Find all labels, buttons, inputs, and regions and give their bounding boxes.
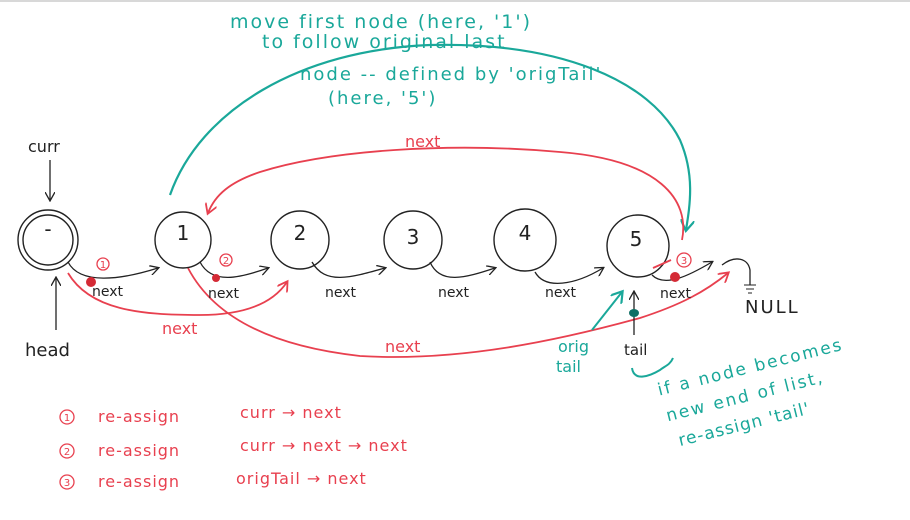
step-1-dot — [86, 277, 96, 287]
node-dummy: - — [17, 209, 79, 271]
tail-dot — [629, 309, 639, 317]
annotation-line-3: node -- defined by 'origTail' — [300, 64, 602, 85]
step-1-marker: 1 — [100, 260, 106, 271]
step-3-marker: 3 — [681, 256, 687, 267]
step-2-dot — [212, 274, 220, 282]
step-2-target: curr → next → next — [240, 436, 408, 455]
node-3: 3 — [383, 210, 443, 270]
orig-tail-label-1: orig — [558, 337, 589, 356]
step-3-dot — [670, 272, 680, 282]
node-1: 1 — [154, 211, 212, 269]
tail-note: if a node becomes new end of list, re-as… — [656, 335, 846, 451]
svg-text:next: next — [660, 286, 692, 302]
step-2-action: re-assign — [98, 441, 180, 460]
red-next-arc-head-to-2 — [67, 272, 287, 316]
svg-text:3: 3 — [64, 478, 70, 489]
red-next-arc-top — [208, 146, 685, 241]
step-3-action: re-assign — [98, 472, 180, 491]
step-3-target: origTail → next — [236, 469, 367, 488]
step-1-target: curr → next — [240, 403, 342, 422]
svg-text:next: next — [92, 284, 124, 300]
node-label: 2 — [294, 221, 307, 245]
svg-text:1: 1 — [64, 413, 70, 424]
title-annotation: move first node (here, '1') to follow or… — [230, 11, 602, 109]
svg-text:next: next — [325, 285, 357, 301]
node-label: - — [44, 217, 51, 241]
step-2: 2 re-assign curr → next → next — [59, 436, 408, 460]
null-terminator: NULL — [721, 258, 800, 318]
node-label: 3 — [407, 225, 420, 249]
step-1-action: re-assign — [98, 407, 180, 426]
red-next-label-bottom: next — [385, 337, 420, 356]
top-border — [0, 0, 910, 2]
node-4: 4 — [493, 208, 557, 272]
annotation-line-4: (here, '5') — [328, 88, 437, 109]
red-next-label-top: next — [405, 132, 440, 151]
node-5: 5 — [606, 214, 670, 278]
null-label: NULL — [745, 297, 800, 318]
node-label: 5 — [630, 227, 643, 251]
annotation-line-2: to follow original last — [262, 31, 507, 53]
node-2: 2 — [270, 210, 330, 270]
step-2-marker: 2 — [223, 256, 229, 267]
red-next-label-left: next — [162, 319, 197, 338]
black-next-edges: next next next next next next — [67, 262, 712, 302]
curr-label: curr — [28, 137, 60, 156]
node-label: 1 — [177, 221, 190, 245]
step-3: 3 re-assign origTail → next — [59, 469, 367, 491]
tail-label: tail — [624, 341, 647, 359]
step-1: 1 re-assign curr → next — [59, 403, 342, 426]
orig-tail-label-2: tail — [556, 357, 581, 376]
move-node-arc — [168, 43, 690, 230]
step-legend: 1 re-assign curr → next 2 re-assign curr… — [59, 403, 408, 491]
node-label: 4 — [519, 221, 532, 245]
svg-text:next: next — [208, 286, 240, 302]
annotation-line-1: move first node (here, '1') — [230, 11, 532, 33]
svg-text:2: 2 — [64, 447, 70, 458]
head-label: head — [25, 340, 70, 361]
svg-text:next: next — [545, 285, 577, 301]
svg-text:next: next — [438, 285, 470, 301]
red-next-arc-1-to-null — [187, 267, 728, 358]
